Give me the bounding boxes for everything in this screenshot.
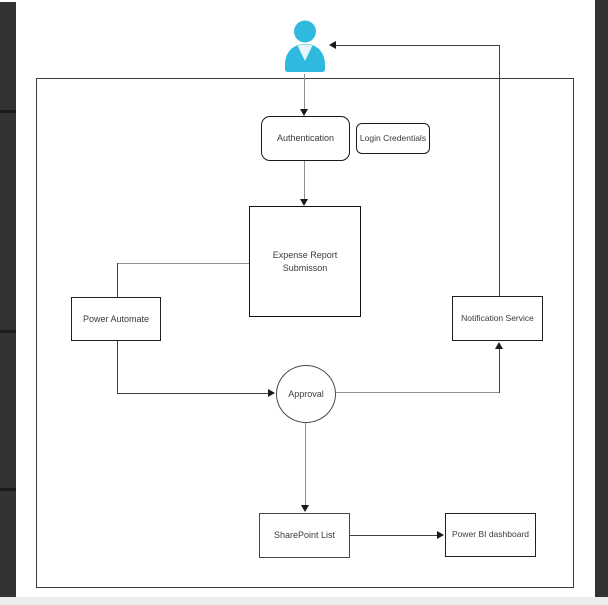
node-power-bi-dashboard[interactable]: Power BI dashboard	[445, 513, 536, 557]
left-panel	[0, 2, 16, 597]
connector-expense-to-powerautomate-h	[117, 263, 249, 264]
connector-approval-to-sharepoint	[305, 423, 306, 507]
arrowhead-notification	[495, 342, 503, 349]
right-panel	[595, 0, 608, 597]
connector-sharepoint-to-powerbi	[350, 535, 438, 536]
node-login-credentials[interactable]: Login Credentials	[356, 123, 430, 154]
node-notification-service[interactable]: Notification Service	[452, 296, 543, 341]
node-expense-report-submission[interactable]: Expense Report Submisson	[249, 206, 361, 317]
node-power-automate[interactable]: Power Automate	[71, 297, 161, 341]
arrowhead-approval	[268, 389, 275, 397]
panel-divider	[0, 488, 16, 491]
connector-approval-to-notification-h	[336, 392, 499, 393]
node-approval[interactable]: Approval	[276, 365, 336, 423]
bottom-strip	[0, 597, 608, 605]
node-sharepoint-list[interactable]: SharePoint List	[259, 513, 350, 558]
panel-divider	[0, 110, 16, 113]
connector-notification-vertical	[499, 45, 500, 296]
arrowhead-expense	[300, 199, 308, 206]
connector-approval-to-notification-v	[499, 348, 500, 393]
diagram-border	[36, 78, 574, 588]
connector-powerautomate-down	[117, 341, 118, 393]
connector-expense-to-powerautomate-v	[117, 263, 118, 297]
arrowhead-sharepoint	[301, 505, 309, 512]
panel-divider	[0, 330, 16, 333]
arrowhead-powerbi	[437, 531, 444, 539]
arrowhead-authentication	[300, 109, 308, 116]
connector-notification-to-user	[334, 45, 500, 46]
connector-authentication-to-expense	[304, 161, 305, 201]
arrowhead-user	[329, 41, 336, 49]
connector-user-to-authentication	[304, 74, 305, 110]
user-icon[interactable]	[283, 20, 327, 72]
connector-powerautomate-to-approval	[117, 393, 269, 394]
node-authentication[interactable]: Authentication	[261, 116, 350, 161]
user-icon-graphic	[285, 20, 325, 72]
